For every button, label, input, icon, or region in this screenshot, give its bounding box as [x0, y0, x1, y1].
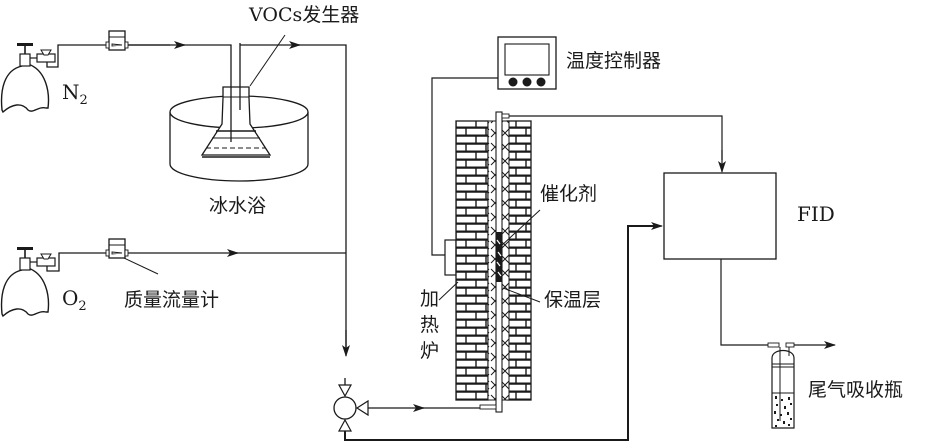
- fid-to-absorber-line: [720, 259, 771, 346]
- gas-cylinder-icon: [0, 63, 50, 114]
- heater-terminal: [444, 239, 457, 276]
- o2-flowmeter: 质量流量计: [105, 238, 219, 311]
- o2-cylinder: O2: [0, 247, 106, 318]
- n2-cylinder: N2: [0, 43, 170, 114]
- temperature-controller: 温度控制器: [497, 36, 661, 90]
- gas-cylinder-icon: [0, 267, 50, 318]
- reactor-to-fid-line: [509, 115, 723, 160]
- furnace-label-1: 加: [420, 288, 439, 310]
- absorber-label: 尾气吸收瓶: [808, 379, 903, 401]
- voc-generator: VOCs发生器: [200, 4, 359, 158]
- n2-flowmeter: [105, 30, 129, 51]
- furnace-label-3: 炉: [420, 340, 439, 362]
- fid-detector: FID: [663, 172, 835, 260]
- temperature-controller-label: 温度控制器: [566, 50, 661, 72]
- generator-to-valve-line: [298, 44, 347, 350]
- ice-bath-label: 冰水浴: [209, 195, 266, 217]
- brick-furnace-icon: [455, 120, 489, 401]
- furnace-label-2: 热: [420, 314, 439, 336]
- o2-label: O2: [62, 286, 87, 314]
- insulation-layer-left: [487, 120, 497, 401]
- n2-label: N2: [62, 80, 88, 108]
- voc-leader-line: [249, 34, 286, 87]
- mass-flowmeter-icon: [108, 238, 126, 259]
- flowmeter-leader-line: [123, 257, 159, 275]
- insulation-label: 保温层: [544, 289, 601, 311]
- catalyst-label: 催化剂: [540, 183, 597, 205]
- heating-furnace: 加 热 炉: [420, 111, 532, 413]
- insulation-leader-line: [502, 287, 541, 303]
- furnace-leader-line: [438, 281, 459, 301]
- three-way-valve[interactable]: [333, 378, 369, 432]
- mass-flowmeter-icon: [108, 30, 126, 51]
- detector-box-icon: [663, 172, 777, 260]
- voc-generator-label: VOCs发生器: [248, 4, 359, 26]
- controller-to-furnace-wire: [431, 77, 498, 256]
- bypass-to-fid-line: [344, 225, 657, 441]
- insulation-layer-right: [501, 120, 510, 401]
- three-way-valve-icon: [333, 396, 357, 420]
- absorption-bottle: 尾气吸收瓶: [767, 342, 903, 429]
- catalyst-leader-line: [499, 209, 541, 248]
- fid-label: FID: [797, 202, 835, 226]
- flowmeter-label: 质量流量计: [124, 289, 219, 311]
- catalyst-bed: [496, 232, 502, 282]
- absorption-bottle-icon: [771, 349, 795, 429]
